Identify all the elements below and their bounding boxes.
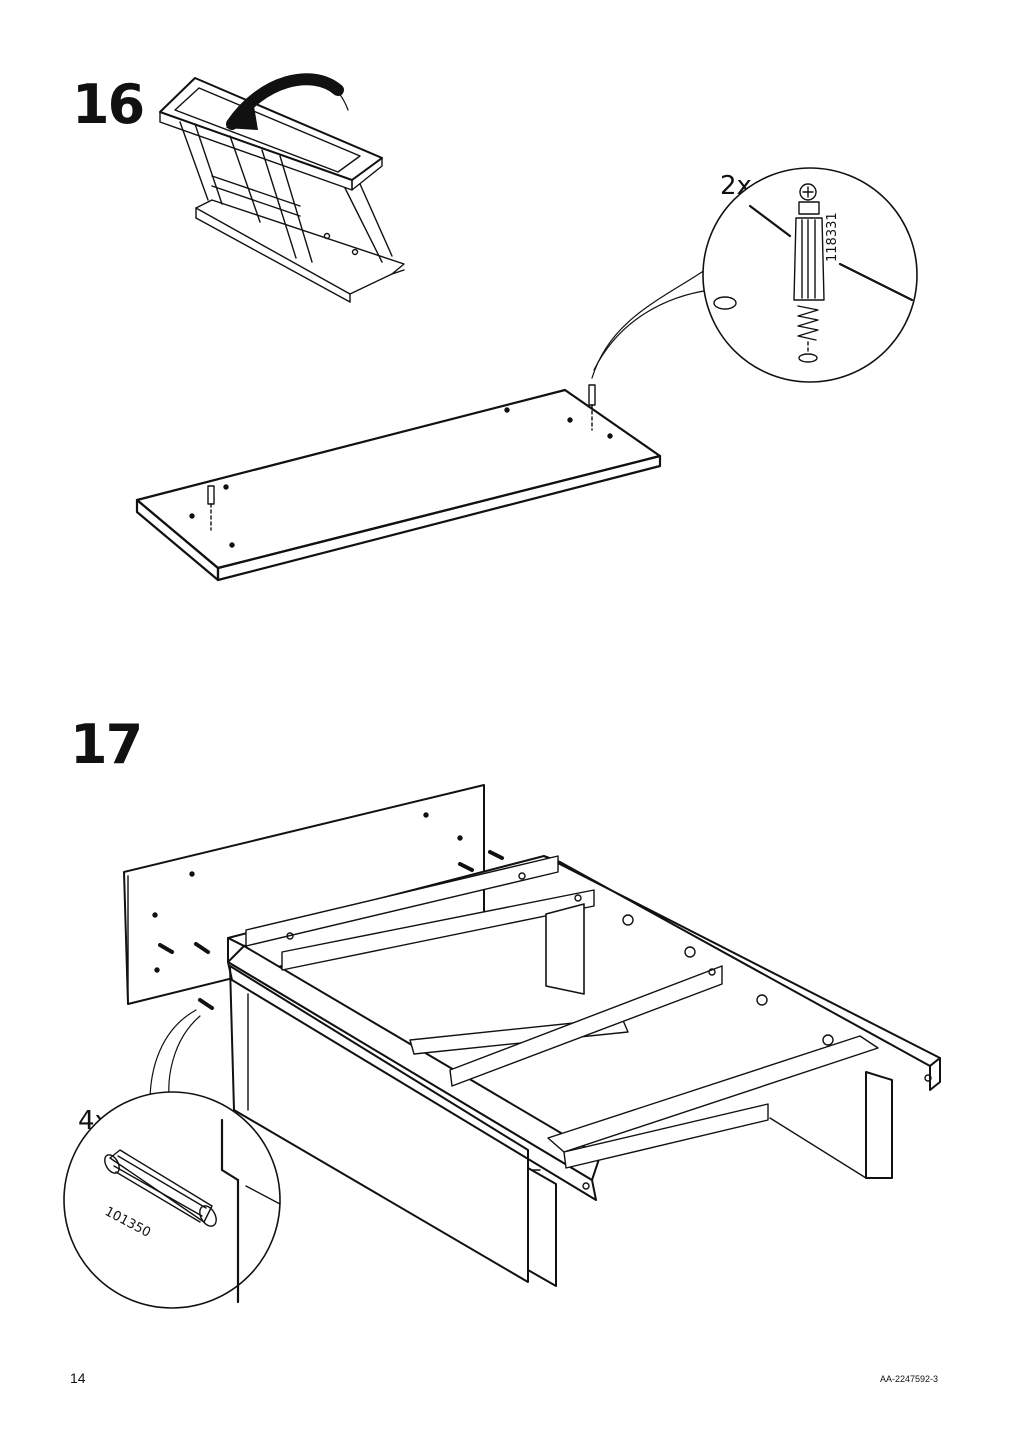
part-number: 118331 [825, 212, 840, 262]
bed-frame-illustration [123, 784, 941, 1287]
dowel-screw-icon [793, 183, 825, 363]
wooden-dowel-icon [104, 1149, 217, 1227]
panel-illustration [135, 269, 711, 582]
document-id: AA-2247592-3 [880, 1374, 939, 1384]
part-detail-callout: 118331 [702, 167, 918, 383]
screw-icon [207, 485, 215, 531]
step-number: 16 [72, 73, 145, 136]
page-number: 14 [70, 1370, 86, 1386]
screw-icon [588, 384, 596, 431]
step-number: 17 [70, 713, 143, 776]
dowel-icon [158, 850, 504, 1010]
part-detail-callout: 101350 [63, 1009, 281, 1309]
frame-rotation-illustration [159, 73, 405, 303]
